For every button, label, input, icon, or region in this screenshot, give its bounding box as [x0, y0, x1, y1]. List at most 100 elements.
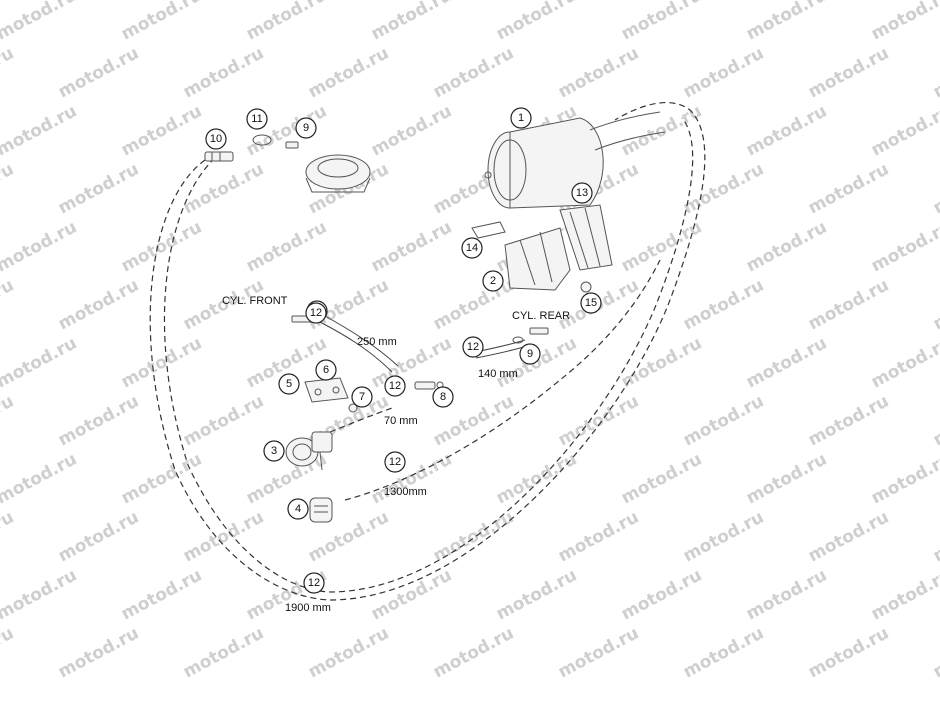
watermark-text: motod.ru	[243, 0, 330, 44]
watermark-text: motod.ru	[55, 507, 142, 566]
callout-number: 12	[467, 341, 479, 353]
label-len-70: 70 mm	[384, 415, 418, 427]
callout-number: 3	[271, 445, 277, 457]
fitting-9-top	[285, 141, 299, 149]
callout-6: 6	[315, 359, 337, 381]
callout-circle	[510, 107, 532, 129]
watermark-text: motod.ru	[930, 623, 940, 682]
callout-number: 1	[518, 112, 524, 124]
watermark-text: motod.ru	[55, 275, 142, 334]
watermark-text: motod.ru	[743, 333, 830, 392]
callout-circle	[384, 375, 406, 397]
watermark-text: motod.ru	[930, 159, 940, 218]
watermark-text: motod.ru	[868, 565, 940, 624]
watermark-text: motod.ru	[618, 449, 705, 508]
callout-number: 15	[585, 297, 597, 309]
label-cyl-front: CYL. FRONT	[222, 295, 288, 307]
nut-15	[580, 281, 592, 293]
watermark-text: motod.ru	[555, 43, 642, 102]
watermark-text: motod.ru	[180, 391, 267, 450]
nut-7	[348, 403, 358, 413]
watermark-text: motod.ru	[0, 623, 17, 682]
callout-circle	[287, 498, 309, 520]
watermark-text: motod.ru	[618, 333, 705, 392]
callout-number: 13	[576, 187, 588, 199]
callout-circle	[263, 440, 285, 462]
callout-13: 13	[571, 182, 593, 204]
watermark-text: motod.ru	[618, 0, 705, 44]
watermark-text: motod.ru	[55, 391, 142, 450]
watermark-text: motod.ru	[930, 43, 940, 102]
watermark-text: motod.ru	[118, 565, 205, 624]
callout-number: 12	[310, 307, 322, 319]
callout-12: 12	[305, 302, 327, 324]
purge-valve	[285, 431, 333, 471]
callout-2: 2	[482, 270, 504, 292]
callout-number: 4	[295, 503, 301, 515]
callout-9: 9	[519, 343, 541, 365]
label-len-1300: 1300mm	[384, 486, 427, 498]
watermark-text: motod.ru	[930, 507, 940, 566]
label-cyl-rear: CYL. REAR	[512, 310, 570, 322]
clamp-11	[252, 134, 272, 146]
watermark-text: motod.ru	[805, 275, 892, 334]
watermark-text: motod.ru	[305, 623, 392, 682]
callout-15: 15	[580, 292, 602, 314]
watermark-text: motod.ru	[118, 0, 205, 44]
watermark-text: motod.ru	[555, 623, 642, 682]
clamp-9-rear	[512, 336, 524, 344]
watermark-text: motod.ru	[743, 0, 830, 44]
purge-valve-bracket	[304, 377, 349, 403]
watermark-text: motod.ru	[493, 333, 580, 392]
clip	[471, 221, 506, 239]
watermark-text: motod.ru	[430, 275, 517, 334]
callout-number: 6	[323, 364, 329, 376]
callout-12: 12	[384, 451, 406, 473]
callout-circle	[384, 451, 406, 473]
callout-circle	[519, 343, 541, 365]
callout-number: 10	[210, 133, 222, 145]
watermark-text: motod.ru	[0, 101, 80, 160]
watermark-text: motod.ru	[368, 217, 455, 276]
hose-70mm	[329, 407, 393, 433]
watermark-text: motod.ru	[680, 507, 767, 566]
watermark-text: motod.ru	[0, 565, 80, 624]
watermark-text: motod.ru	[0, 449, 80, 508]
watermark-text: motod.ru	[493, 449, 580, 508]
watermark-text: motod.ru	[555, 507, 642, 566]
watermark-text: motod.ru	[0, 391, 17, 450]
watermark-text: motod.ru	[0, 159, 17, 218]
callout-circle	[303, 572, 325, 594]
watermark-text: motod.ru	[0, 43, 17, 102]
callout-circle	[432, 386, 454, 408]
hose-250mm	[319, 321, 393, 373]
callout-circle	[295, 117, 317, 139]
callout-12: 12	[303, 572, 325, 594]
watermark-text: motod.ru	[930, 275, 940, 334]
watermark-text: motod.ru	[618, 217, 705, 276]
callout-number: 14	[466, 242, 478, 254]
hose-1300mm	[344, 259, 661, 501]
watermark-text: motod.ru	[55, 159, 142, 218]
watermark-text: motod.ru	[868, 0, 940, 44]
rollover-valve	[309, 497, 333, 523]
strap	[559, 204, 613, 271]
callout-number: 12	[389, 456, 401, 468]
watermark-text: motod.ru	[868, 101, 940, 160]
watermark-text: motod.ru	[680, 159, 767, 218]
watermark-text: motod.ru	[118, 449, 205, 508]
watermark-text: motod.ru	[243, 217, 330, 276]
watermark-text: motod.ru	[0, 507, 17, 566]
watermark-text: motod.ru	[0, 275, 17, 334]
watermark-text: motod.ru	[0, 0, 80, 44]
watermark-text: motod.ru	[118, 333, 205, 392]
watermark-text: motod.ru	[868, 333, 940, 392]
watermark-text: motod.ru	[180, 43, 267, 102]
callout-circle	[461, 237, 483, 259]
fitting-9-rear	[529, 327, 549, 335]
callout-number: 7	[359, 391, 365, 403]
watermark-text: motod.ru	[743, 217, 830, 276]
callout-circle	[205, 128, 227, 150]
callout-3: 3	[263, 440, 285, 462]
callout-number: 2	[490, 275, 496, 287]
